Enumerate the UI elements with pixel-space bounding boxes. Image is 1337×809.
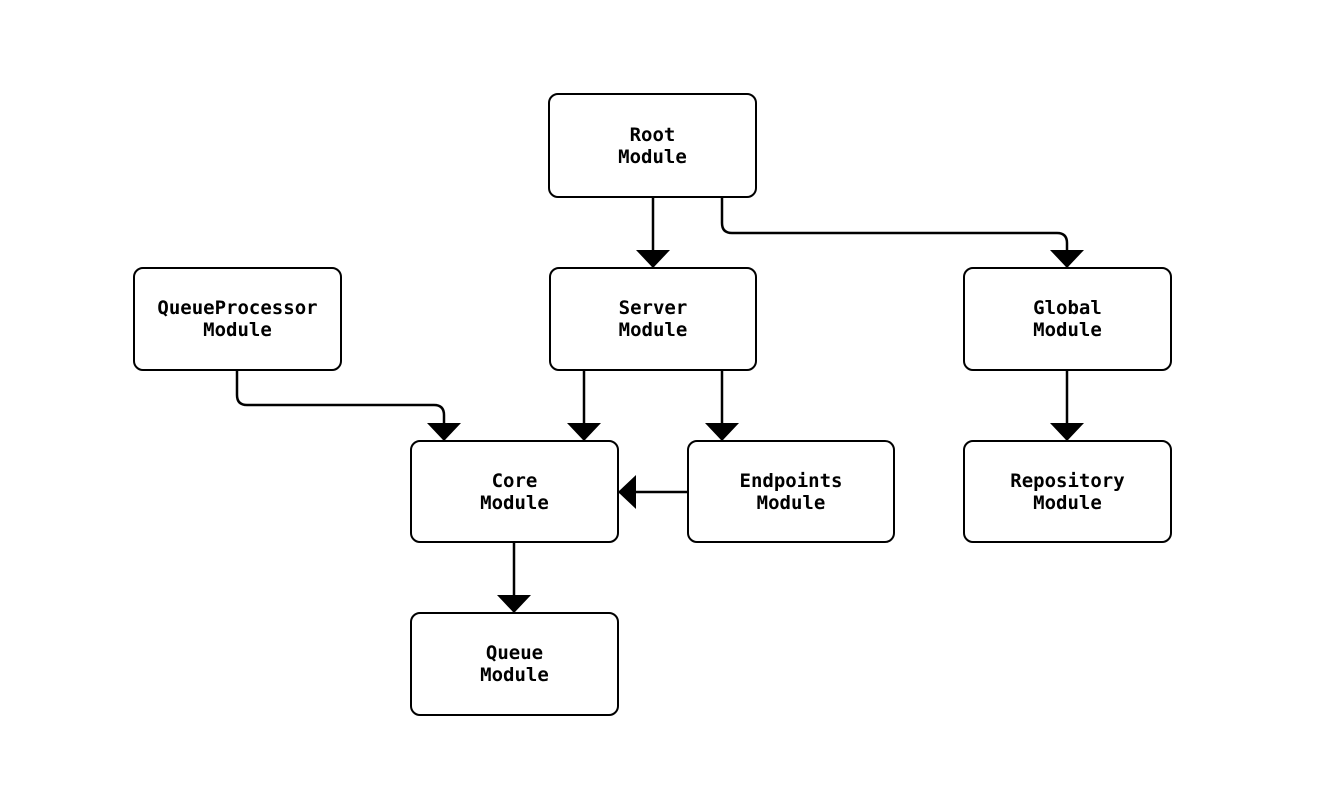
node-label: Module bbox=[756, 491, 826, 514]
node-global-module: Global Module bbox=[963, 267, 1172, 371]
edge-root-to-global bbox=[720, 198, 1084, 268]
node-label: Global bbox=[1033, 297, 1102, 319]
node-label: Module bbox=[618, 145, 687, 168]
node-endpoints-module: Endpoints Module bbox=[687, 440, 895, 543]
node-label: Module bbox=[480, 491, 549, 514]
node-label: Endpoints bbox=[739, 469, 843, 492]
node-label: Module bbox=[480, 664, 549, 686]
node-label: Queue bbox=[485, 642, 544, 664]
node-label: QueueProcessor bbox=[157, 297, 318, 319]
node-queueprocessor-module: QueueProcessor Module bbox=[133, 267, 342, 371]
node-label: Module bbox=[203, 319, 272, 341]
node-label: Module bbox=[1033, 491, 1102, 514]
node-label: Server bbox=[618, 297, 688, 319]
node-label: Repository bbox=[1010, 469, 1125, 492]
edge-queueprocessor-to-core bbox=[235, 371, 461, 441]
node-repository-module: Repository Module bbox=[963, 440, 1172, 543]
node-label: Module bbox=[1033, 319, 1102, 341]
node-label: Root bbox=[629, 123, 676, 146]
node-root-module: Root Module bbox=[548, 93, 757, 198]
node-queue-module: Queue Module bbox=[410, 612, 619, 716]
node-core-module: Core Module bbox=[410, 440, 619, 543]
node-server-module: Server Module bbox=[549, 267, 757, 371]
node-label: Core bbox=[491, 469, 538, 492]
node-label: Module bbox=[618, 319, 688, 341]
